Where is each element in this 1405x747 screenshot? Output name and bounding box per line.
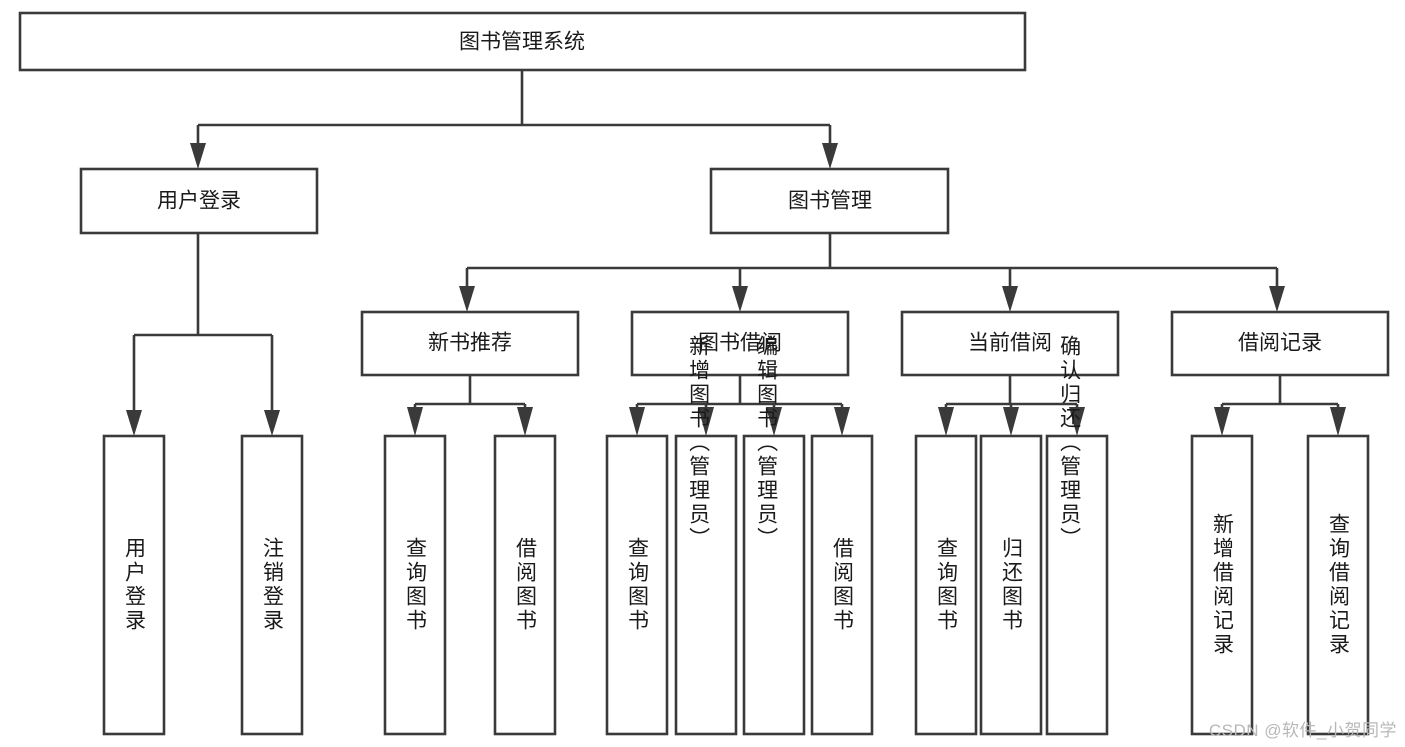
leaf-borrow-book-2-box[interactable]: [810, 434, 874, 736]
node-current-borrow-label: 当前借阅: [968, 332, 1052, 355]
leaf-confirm-return-box[interactable]: [1045, 434, 1109, 736]
connector-group-currentborrow: [938, 375, 1085, 436]
node-book-manage[interactable]: 图书管理: [709, 167, 950, 235]
node-borrow-record[interactable]: 借阅记录: [1170, 310, 1390, 377]
arrow-head-leaf-query-book-2: [629, 407, 645, 436]
leaf-borrow-book-1-label: 借阅图书: [514, 537, 538, 633]
node-user-login[interactable]: 用户登录: [79, 167, 319, 235]
arrow-head-leaf-edit-book: [766, 407, 782, 436]
arrow-head-leaf-user-login: [126, 410, 142, 436]
node-book-borrow-box[interactable]: [630, 310, 850, 377]
node-new-book-recommend-box[interactable]: [360, 310, 580, 377]
leaf-query-book-2[interactable]: 查询图书: [605, 434, 669, 736]
arrow-head-newbook: [459, 286, 475, 312]
connector-group-borrowrecord: [1214, 375, 1346, 436]
leaf-logout-login-label: 注销登录: [261, 537, 285, 633]
arrow-head-leaf-query-book-3: [938, 407, 954, 436]
arrow-head-leaf-add-record: [1214, 407, 1230, 436]
arrow-head-userlogin: [190, 143, 206, 169]
leaf-add-record-label: 新增借阅记录: [1211, 513, 1235, 657]
leaf-return-book-label: 归还图书: [1000, 537, 1024, 633]
node-book-manage-box[interactable]: [709, 167, 950, 235]
connector-group-bookborrow: [629, 375, 850, 436]
leaf-confirm-return[interactable]: 确认归还（管理员）: [1045, 335, 1109, 736]
leaf-logout-login[interactable]: 注销登录: [240, 434, 304, 736]
leaf-borrow-book-2[interactable]: 借阅图书: [810, 434, 874, 736]
leaf-query-book-1-box[interactable]: [383, 434, 447, 736]
arrow-head-bookmanage: [822, 143, 838, 169]
leaf-query-book-1[interactable]: 查询图书: [383, 434, 447, 736]
leaf-edit-book[interactable]: 编辑图书（管理员）: [742, 335, 806, 736]
arrow-head-leaf-confirm-return: [1069, 407, 1085, 436]
leaf-logout-login-box[interactable]: [240, 434, 304, 736]
leaf-add-book-label: 新增图书（管理员）: [687, 335, 711, 551]
node-user-login-label: 用户登录: [157, 190, 241, 213]
arrow-head-leaf-query-book-1: [407, 407, 423, 436]
node-root-box[interactable]: [18, 11, 1027, 72]
leaf-confirm-return-label: 确认归还（管理员）: [1058, 335, 1082, 551]
leaf-return-book[interactable]: 归还图书: [979, 434, 1043, 736]
leaf-edit-book-label: 编辑图书（管理员）: [755, 335, 779, 551]
node-current-borrow[interactable]: 当前借阅: [900, 310, 1120, 377]
node-borrow-record-box[interactable]: [1170, 310, 1390, 377]
leaf-add-record-box[interactable]: [1190, 434, 1254, 736]
connector-group-newbook: [407, 375, 533, 436]
leaf-query-record[interactable]: 查询借阅记录: [1306, 434, 1370, 736]
connector-group-bookmanage: [459, 233, 1285, 312]
node-user-login-box[interactable]: [79, 167, 319, 235]
node-borrow-record-label: 借阅记录: [1238, 332, 1322, 355]
leaf-edit-book-box[interactable]: [742, 434, 806, 736]
arrow-head-leaf-borrow-book-2: [834, 407, 850, 436]
leaf-query-book-2-label: 查询图书: [626, 537, 650, 633]
leaf-query-record-label: 查询借阅记录: [1327, 513, 1351, 657]
arrow-head-leaf-return-book: [1003, 407, 1019, 436]
connector-group-root: [190, 70, 838, 169]
leaf-return-book-box[interactable]: [979, 434, 1043, 736]
node-root-label: 图书管理系统: [459, 31, 585, 54]
arrow-head-leaf-query-record: [1330, 407, 1346, 436]
arrow-head-borrowrecord: [1269, 286, 1285, 312]
arrow-head-leaf-borrow-book-1: [517, 407, 533, 436]
node-book-manage-label: 图书管理: [788, 190, 872, 213]
leaf-add-record[interactable]: 新增借阅记录: [1190, 434, 1254, 736]
leaf-query-book-3-label: 查询图书: [935, 537, 959, 633]
leaf-user-login[interactable]: 用户登录: [102, 434, 166, 736]
leaf-user-login-label: 用户登录: [123, 537, 147, 633]
node-new-book-recommend[interactable]: 新书推荐: [360, 310, 580, 377]
arrow-head-leaf-add-book: [698, 407, 714, 436]
leaf-user-login-box[interactable]: [102, 434, 166, 736]
leaf-query-book-2-box[interactable]: [605, 434, 669, 736]
leaf-add-book-box[interactable]: [674, 434, 738, 736]
node-book-borrow-label: 图书借阅: [698, 332, 782, 355]
leaf-query-book-3[interactable]: 查询图书: [914, 434, 978, 736]
leaf-query-record-box[interactable]: [1306, 434, 1370, 736]
node-new-book-recommend-label: 新书推荐: [428, 332, 512, 355]
leaf-borrow-book-2-label: 借阅图书: [831, 537, 855, 633]
node-root[interactable]: 图书管理系统: [18, 11, 1027, 72]
arrow-head-leaf-logout-login: [264, 410, 280, 436]
leaf-query-book-3-box[interactable]: [914, 434, 978, 736]
leaf-borrow-book-1-box[interactable]: [493, 434, 557, 736]
leaf-query-book-1-label: 查询图书: [404, 537, 428, 633]
connector-group-userlogin: [126, 233, 280, 436]
arrow-head-bookborrow: [732, 286, 748, 312]
node-book-borrow[interactable]: 图书借阅: [630, 310, 850, 377]
leaf-borrow-book-1[interactable]: 借阅图书: [493, 434, 557, 736]
node-current-borrow-box[interactable]: [900, 310, 1120, 377]
arrow-head-currentborrow: [1002, 286, 1018, 312]
leaf-add-book[interactable]: 新增图书（管理员）: [674, 335, 738, 736]
